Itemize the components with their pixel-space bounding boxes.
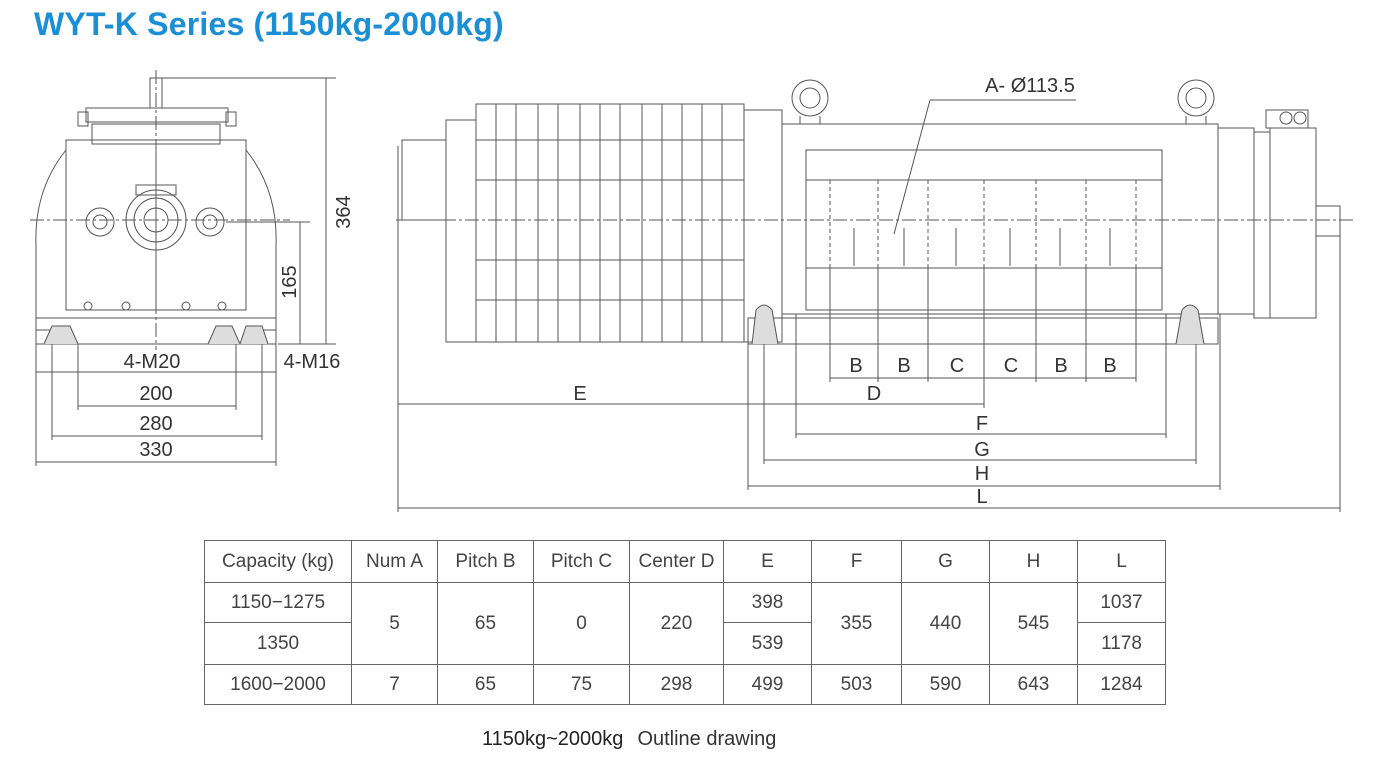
table-cell: 355 xyxy=(811,582,902,665)
table-cell: 1037 xyxy=(1077,582,1166,623)
table-header: H xyxy=(989,540,1078,583)
table-header: F xyxy=(811,540,902,583)
table-cell: 5 xyxy=(351,582,438,665)
table-cell: 75 xyxy=(533,664,630,705)
outline-drawing: 364 165 4-M20 4-M16 200 280 330 A- Ø113.… xyxy=(30,70,1356,512)
table-cell: 590 xyxy=(901,664,990,705)
table-cell: 65 xyxy=(437,582,534,665)
dim-bolt-m20: 4-M20 xyxy=(124,351,181,373)
table-cell: 503 xyxy=(811,664,902,705)
spec-table: Capacity (kg) Num A Pitch B Pitch C Cent… xyxy=(204,540,1166,705)
table-cell: 7 xyxy=(351,664,438,705)
table-cell: 1350 xyxy=(204,622,352,665)
dim-letter-d: D xyxy=(867,383,881,405)
cooling-fins xyxy=(475,103,745,343)
caption-text: Outline drawing xyxy=(637,728,777,750)
page-title: WYT-K Series (1150kg-2000kg) xyxy=(34,6,504,42)
table-cell: 440 xyxy=(901,582,990,665)
table-header: Center D xyxy=(629,540,724,583)
table-cell: 220 xyxy=(629,582,724,665)
dim-bolt-m16: 4-M16 xyxy=(284,351,341,373)
table-cell: 643 xyxy=(989,664,1078,705)
table-cell: 298 xyxy=(629,664,724,705)
drawing-caption: 1150kg~2000kg Outline drawing xyxy=(482,728,776,751)
table-row: 1600−2000 7 65 75 298 499 503 590 643 12… xyxy=(204,664,1166,705)
dim-330: 330 xyxy=(139,439,172,461)
dim-165: 165 xyxy=(279,265,301,298)
table-cell: 1150−1275 xyxy=(204,582,352,623)
groove-label: C xyxy=(1004,355,1018,377)
table-cell: 65 xyxy=(437,664,534,705)
dim-letter-l: L xyxy=(976,486,987,508)
dim-letter-h: H xyxy=(975,463,989,485)
front-view xyxy=(396,79,1356,512)
dim-letter-f: F xyxy=(976,413,988,435)
side-view xyxy=(30,70,336,466)
groove-label: B xyxy=(849,355,862,377)
groove-label: B xyxy=(897,355,910,377)
table-cell: 499 xyxy=(723,664,812,705)
table-cell: 0 xyxy=(533,582,630,665)
table-cell: 545 xyxy=(989,582,1078,665)
table-header: E xyxy=(723,540,812,583)
table-cell: 1600−2000 xyxy=(204,664,352,705)
table-header: Pitch B xyxy=(437,540,534,583)
groove-label: C xyxy=(950,355,964,377)
dim-280: 280 xyxy=(139,413,172,435)
table-cell: 1284 xyxy=(1077,664,1166,705)
table-row: 1150−1275 5 65 0 220 398 355 440 545 103… xyxy=(204,582,1166,665)
table-cell: 398 xyxy=(723,582,812,623)
table-header: Num A xyxy=(351,540,438,583)
table-header: G xyxy=(901,540,990,583)
table-header-row: Capacity (kg) Num A Pitch B Pitch C Cent… xyxy=(204,540,1166,583)
dim-letter-e: E xyxy=(573,383,586,405)
table-header: Pitch C xyxy=(533,540,630,583)
table-cell: 1178 xyxy=(1077,622,1166,665)
table-header: L xyxy=(1077,540,1166,583)
groove-label: B xyxy=(1103,355,1116,377)
table-cell: 539 xyxy=(723,622,812,665)
dim-364: 364 xyxy=(333,195,355,228)
caption-range: 1150kg~2000kg xyxy=(482,728,624,750)
sheave-grooves xyxy=(829,180,1137,268)
table-header: Capacity (kg) xyxy=(204,540,352,583)
dim-letter-g: G xyxy=(974,439,990,461)
dim-200: 200 xyxy=(139,383,172,405)
groove-label: B xyxy=(1054,355,1067,377)
sheave-label: A- Ø113.5 xyxy=(985,75,1075,97)
table-row: 1350 539 1178 xyxy=(204,622,1166,665)
